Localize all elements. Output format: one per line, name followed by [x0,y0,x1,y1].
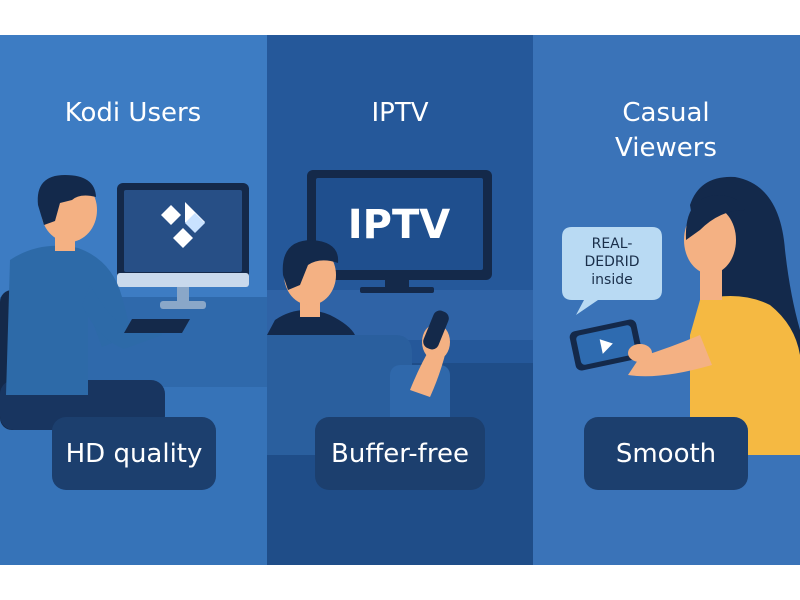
badge-label-smooth: Smooth [616,439,716,469]
illustration-canvas: Kodi Users HD quality IPTV [0,35,800,565]
panel-kodi-users: Kodi Users HD quality [0,35,267,565]
speech-bubble-line-3: inside [591,272,632,288]
keyboard [124,319,190,333]
panel-title-casual-line-1: Casual [622,98,709,128]
audience-illustration: Kodi Users HD quality IPTV [0,35,800,565]
remote-control [423,310,449,350]
badge-smooth: Smooth [584,417,748,490]
panel-title-kodi: Kodi Users [65,98,201,128]
monitor-neck [177,287,189,305]
tv-stand [360,287,434,293]
television: IPTV [307,170,492,293]
kodi-logo-icon [161,202,205,248]
speech-bubble-line-1: REAL- [592,236,633,252]
panel-title-casual-line-2: Viewers [615,133,717,163]
play-icon [599,339,613,354]
badge-background [52,417,216,490]
hair [282,240,339,290]
badge-background [584,417,748,490]
person-iptv-viewer [267,240,450,397]
hand [628,344,652,362]
monitor [117,183,249,309]
shirt [690,296,800,455]
panel-iptv: IPTV IPTV Buffer-free [267,35,533,565]
panel-casual-viewers: REAL- DEDRID inside Casual Viewers Smoot… [533,35,800,565]
hair [37,175,96,225]
badge-hd-quality: HD quality [52,417,216,490]
speech-bubble: REAL- DEDRID inside [562,227,662,315]
badge-label-buffer-free: Buffer-free [331,439,469,469]
badge-label-hd-quality: HD quality [66,439,203,469]
person-kodi-user [6,175,190,395]
phone [569,319,652,371]
person-casual-viewer [628,176,800,455]
shirt [6,245,132,395]
tv-screen-text: IPTV [348,202,450,248]
monitor-base [160,301,206,309]
badge-buffer-free: Buffer-free [315,417,485,490]
speech-bubble-line-2: DEDRID [584,254,639,270]
tv-screen [316,178,483,270]
shirt [267,310,355,335]
panel-title-iptv: IPTV [371,98,428,128]
monitor-bezel [117,273,249,287]
badge-background [315,417,485,490]
speech-bubble-background [562,227,662,315]
